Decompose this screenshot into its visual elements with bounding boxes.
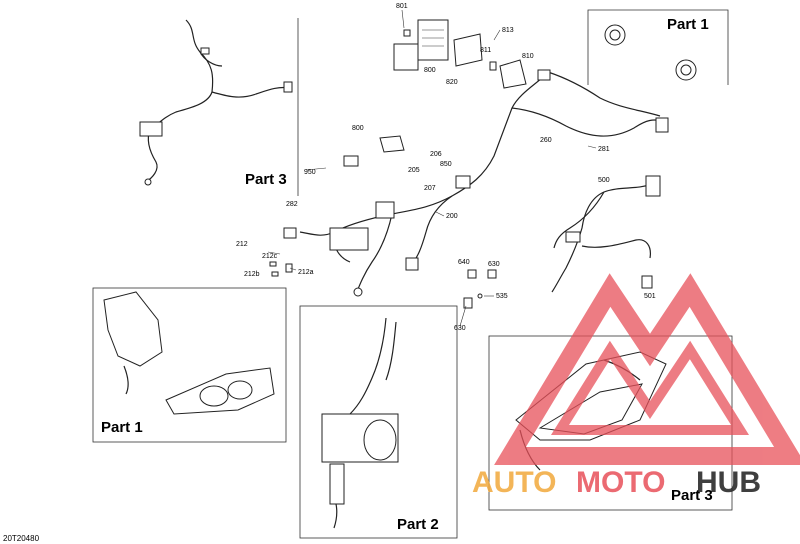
- part1-top-frame: [587, 9, 729, 85]
- callout-207: 207: [424, 185, 436, 192]
- callout-801: 801: [396, 3, 408, 10]
- callout-850: 850: [440, 161, 452, 168]
- callout-810: 810: [522, 53, 534, 60]
- watermark-logo: [494, 273, 800, 465]
- callout-811: 811: [480, 47, 491, 54]
- callout-813: 813: [502, 27, 514, 34]
- watermark-moto: MOTO: [576, 466, 665, 499]
- callout-800-b: 800: [352, 125, 364, 132]
- part3-top-label: Part 3: [245, 171, 287, 188]
- part3-bottom-label: Part 3: [671, 487, 713, 504]
- watermark-text: AUTO MOTO HUB: [472, 466, 761, 499]
- callout-260: 260: [540, 137, 552, 144]
- callout-630-b: 630: [454, 325, 466, 332]
- callout-282: 282: [286, 201, 298, 208]
- part2-label: Part 2: [397, 516, 439, 533]
- callout-200: 200: [446, 213, 458, 220]
- callout-212c: 212c: [262, 253, 278, 260]
- drawing-code: 20T20480: [3, 534, 40, 543]
- callout-640: 640: [458, 259, 470, 266]
- watermark-hub: HUB: [696, 466, 761, 499]
- main-wiring-harness-drawing: [283, 69, 669, 297]
- callout-950: 950: [304, 169, 316, 176]
- callout-501: 501: [644, 293, 656, 300]
- callout-212b: 212b: [244, 271, 260, 278]
- part1-bottom-label: Part 1: [101, 419, 143, 436]
- callout-630-a: 630: [488, 261, 500, 268]
- callout-212: 212: [236, 241, 248, 248]
- callout-820: 820: [446, 79, 458, 86]
- rear-harness-drawing: [139, 19, 293, 186]
- part1-top-bulbs-drawing: [604, 24, 697, 81]
- part1-headlight-drawing: [103, 291, 275, 415]
- callout-206: 206: [430, 151, 442, 158]
- callout-212a: 212a: [298, 269, 314, 276]
- leader-lines: [267, 9, 597, 327]
- callout-800-a: 800: [424, 67, 436, 74]
- part1-bottom-frame: [92, 287, 287, 443]
- part1-top-label: Part 1: [667, 16, 709, 33]
- front-harness-drawing: [551, 175, 661, 293]
- callout-500: 500: [598, 177, 610, 184]
- part2-frame: [299, 305, 458, 539]
- callout-281: 281: [598, 146, 610, 153]
- fasteners-drawing: [269, 261, 653, 309]
- part2-assembly-drawing: [321, 317, 399, 529]
- callout-535: 535: [496, 293, 508, 300]
- callout-205: 205: [408, 167, 420, 174]
- watermark-auto: AUTO: [472, 466, 556, 499]
- ecu-module-drawing: [393, 19, 527, 89]
